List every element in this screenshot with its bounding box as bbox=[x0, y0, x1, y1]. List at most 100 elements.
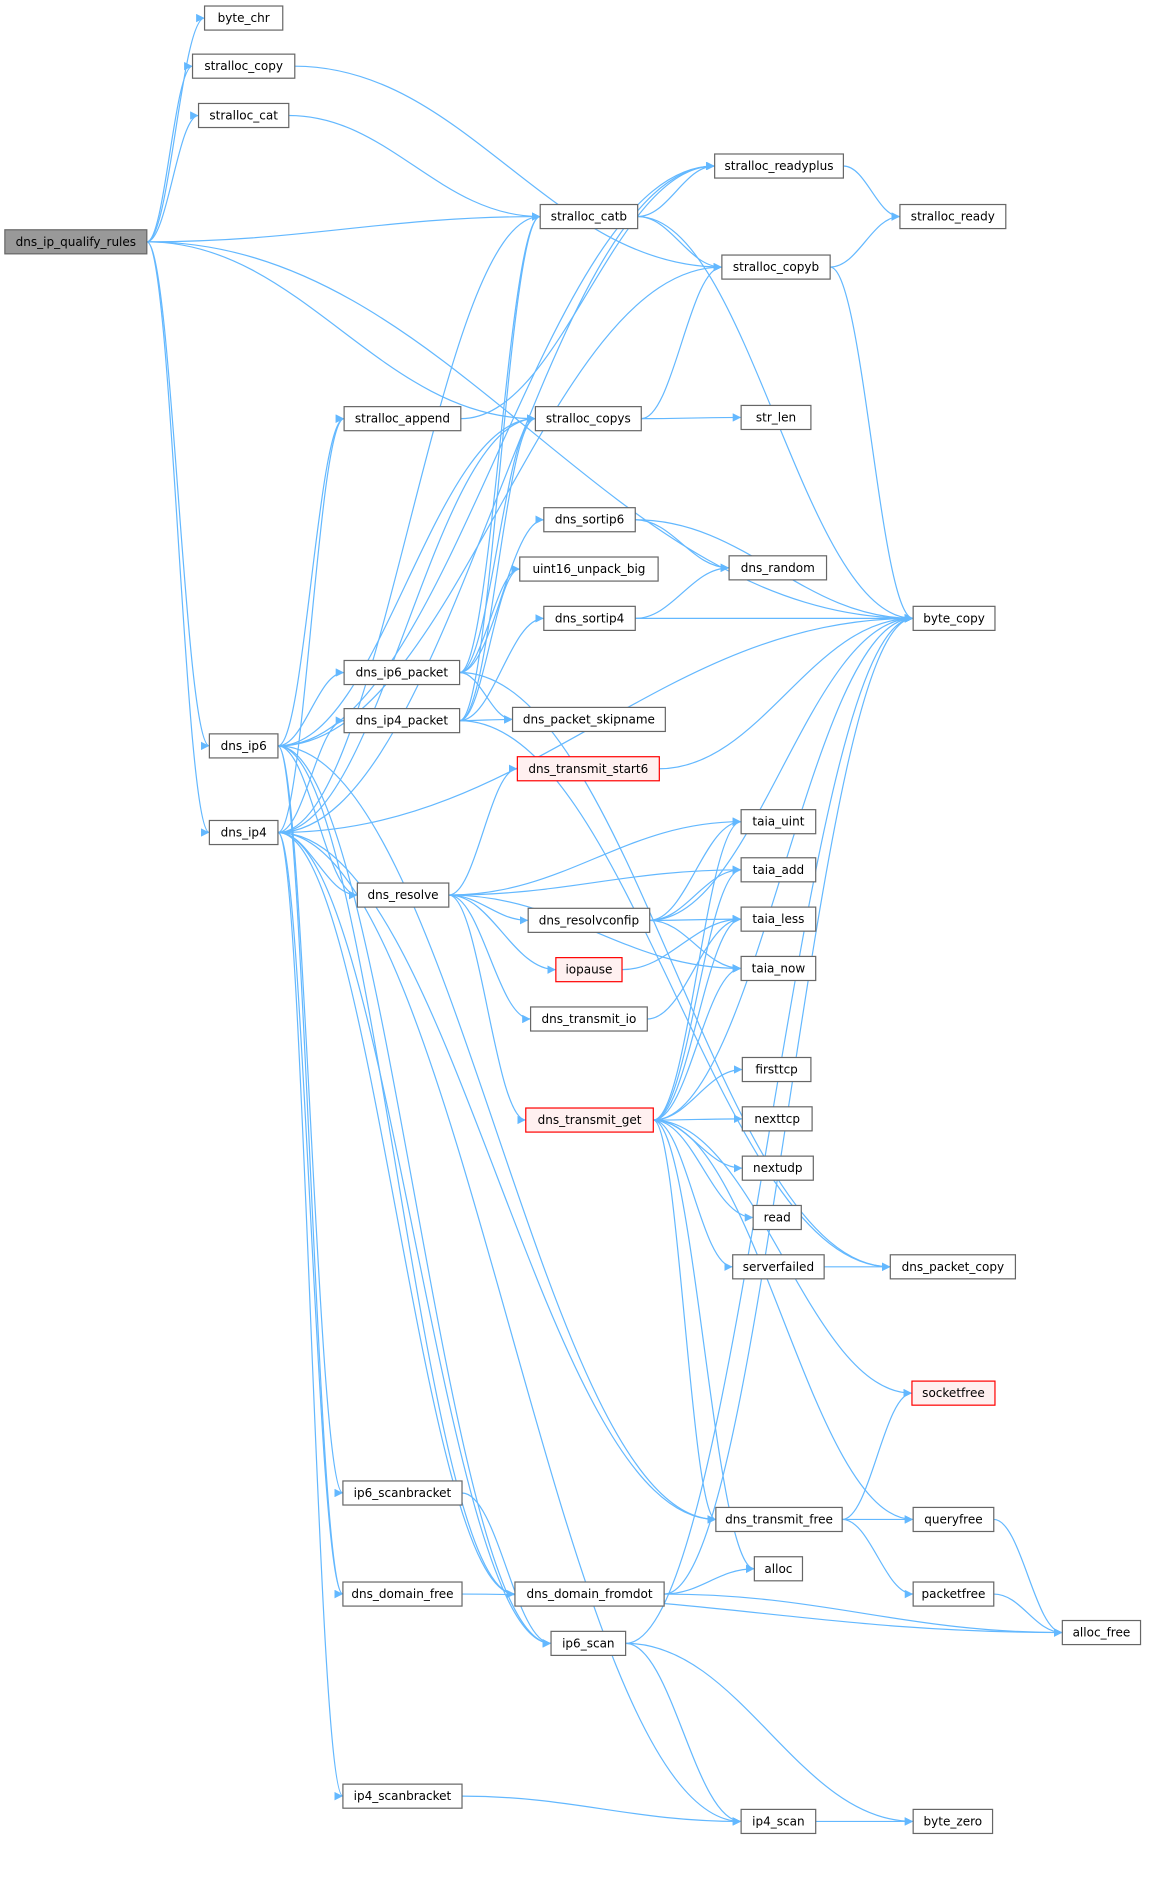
node-dns-ip-qualify-rules[interactable]: dns_ip_qualify_rules bbox=[4, 229, 148, 255]
node-label: alloc bbox=[764, 1562, 792, 1576]
node-box bbox=[740, 906, 817, 932]
node-ip4-scanbracket[interactable]: ip4_scanbracket bbox=[342, 1783, 463, 1809]
node-dns-ip6-packet[interactable]: dns_ip6_packet bbox=[343, 659, 461, 686]
node-dns-resolve[interactable]: dns_resolve bbox=[356, 882, 450, 908]
node-stralloc-catb[interactable]: stralloc_catb bbox=[539, 203, 639, 230]
node-box bbox=[741, 1155, 814, 1181]
node-box bbox=[511, 706, 666, 733]
edge-dns_ip_qualify_rules-to-stralloc_copy bbox=[146, 62, 193, 243]
edge-dns_ip6_packet-to-dns_packet_copy bbox=[459, 671, 891, 1271]
edge-dns_ip4_packet-to-stralloc_catb bbox=[459, 212, 541, 722]
node-nextudp[interactable]: nextudp bbox=[741, 1155, 814, 1181]
node-label: taia_now bbox=[752, 961, 806, 975]
node-ip6-scanbracket[interactable]: ip6_scanbracket bbox=[342, 1480, 463, 1506]
node-label: alloc_free bbox=[1073, 1626, 1131, 1640]
node-box bbox=[912, 1808, 994, 1835]
node-dns-ip4-packet[interactable]: dns_ip4_packet bbox=[343, 707, 461, 734]
node-dns-ip6[interactable]: dns_ip6 bbox=[208, 733, 279, 759]
node-taia-less[interactable]: taia_less bbox=[740, 906, 817, 932]
node-taia-now[interactable]: taia_now bbox=[740, 955, 817, 982]
edge-dns_ip_qualify_rules-to-dns_ip4 bbox=[146, 241, 210, 837]
node-ip4-scan[interactable]: ip4_scan bbox=[740, 1808, 817, 1835]
node-serverfailed[interactable]: serverfailed bbox=[732, 1254, 825, 1280]
node-label: stralloc_copyb bbox=[733, 260, 819, 274]
edge-ip6_scanbracket-to-ip6_scan bbox=[461, 1492, 552, 1648]
node-byte-zero[interactable]: byte_zero bbox=[912, 1808, 994, 1835]
node-label: packetfree bbox=[922, 1587, 986, 1601]
node-byte-copy[interactable]: byte_copy bbox=[912, 605, 996, 632]
node-box bbox=[752, 1204, 802, 1231]
node-nexttcp[interactable]: nexttcp bbox=[741, 1106, 813, 1132]
node-iopause[interactable]: iopause bbox=[555, 957, 623, 983]
node-dns-random[interactable]: dns_random bbox=[728, 555, 828, 581]
edge-stralloc_copys-to-stralloc_copyb bbox=[641, 262, 722, 420]
node-alloc-free[interactable]: alloc_free bbox=[1061, 1619, 1142, 1646]
edge-dns_ip6_packet-to-stralloc_copys bbox=[459, 414, 536, 674]
node-dns-sortip6[interactable]: dns_sortip6 bbox=[543, 507, 636, 533]
node-stralloc-ready[interactable]: stralloc_ready bbox=[899, 203, 1007, 230]
node-box bbox=[343, 659, 461, 686]
node-dns-transmit-io[interactable]: dns_transmit_io bbox=[529, 1006, 648, 1032]
node-label: dns_sortip6 bbox=[555, 513, 624, 527]
node-label: stralloc_ready bbox=[911, 210, 995, 224]
edge-dns_ip_qualify_rules-to-dns_ip6 bbox=[146, 241, 210, 750]
edge-dns_sortip6-to-dns_random bbox=[635, 519, 730, 573]
node-box bbox=[343, 406, 462, 432]
node-stralloc-copys[interactable]: stralloc_copys bbox=[534, 406, 642, 432]
node-read[interactable]: read bbox=[752, 1204, 802, 1231]
node-label: iopause bbox=[565, 963, 612, 977]
node-dns-ip4[interactable]: dns_ip4 bbox=[208, 819, 279, 846]
node-byte-chr[interactable]: byte_chr bbox=[203, 5, 284, 31]
node-firsttcp[interactable]: firsttcp bbox=[741, 1056, 812, 1083]
node-ip6-scan[interactable]: ip6_scan bbox=[550, 1630, 627, 1657]
node-stralloc-copy[interactable]: stralloc_copy bbox=[191, 53, 296, 79]
edge-dns_ip_qualify_rules-to-stralloc_catb bbox=[146, 212, 541, 243]
edge-dns_domain_fromdot-to-alloc_free bbox=[664, 1593, 1063, 1637]
node-dns-packet-skipname[interactable]: dns_packet_skipname bbox=[511, 706, 666, 733]
edge-dns_transmit_start6-to-byte_copy bbox=[659, 614, 914, 770]
edge-dns_transmit_get-to-queryfree bbox=[653, 1119, 914, 1524]
edge-dns_transmit_io-to-taia_less bbox=[647, 914, 742, 1020]
node-label: uint16_unpack_big bbox=[532, 562, 645, 576]
node-dns-transmit-start6[interactable]: dns_transmit_start6 bbox=[516, 756, 660, 782]
node-label: stralloc_readyplus bbox=[725, 159, 834, 173]
node-dns-transmit-free[interactable]: dns_transmit_free bbox=[715, 1506, 843, 1533]
node-box bbox=[741, 1106, 813, 1132]
node-taia-uint[interactable]: taia_uint bbox=[740, 809, 817, 835]
node-box bbox=[356, 882, 450, 908]
node-box bbox=[529, 1006, 648, 1032]
node-stralloc-readyplus[interactable]: stralloc_readyplus bbox=[714, 153, 844, 179]
node-alloc[interactable]: alloc bbox=[753, 1556, 804, 1582]
node-label: stralloc_copy bbox=[204, 59, 283, 73]
node-queryfree[interactable]: queryfree bbox=[912, 1506, 995, 1533]
node-stralloc-append[interactable]: stralloc_append bbox=[343, 406, 462, 432]
node-stralloc-copyb[interactable]: stralloc_copyb bbox=[721, 254, 831, 280]
node-label: serverfailed bbox=[743, 1260, 814, 1274]
node-box bbox=[343, 707, 461, 734]
edge-dns_resolvconfip-to-taia_add bbox=[649, 865, 742, 921]
node-uint16-unpack-big[interactable]: uint16_unpack_big bbox=[519, 556, 659, 582]
node-box bbox=[889, 1254, 1017, 1280]
edge-dns_ip6_packet-to-dns_sortip6 bbox=[459, 515, 544, 674]
node-dns-resolvconfip[interactable]: dns_resolvconfip bbox=[527, 907, 651, 933]
edge-dns_ip4_packet-to-dns_packet_copy bbox=[459, 720, 891, 1272]
node-stralloc-cat[interactable]: stralloc_cat bbox=[197, 102, 290, 129]
node-socketfree[interactable]: socketfree bbox=[911, 1380, 996, 1406]
node-packetfree[interactable]: packetfree bbox=[912, 1581, 995, 1607]
node-str-len[interactable]: str_len bbox=[740, 404, 812, 431]
node-dns-domain-free[interactable]: dns_domain_free bbox=[342, 1581, 463, 1607]
edge-dns_ip6-to-ip6_scan bbox=[277, 745, 552, 1648]
edge-dns_ip4-to-dns_transmit_free bbox=[277, 831, 716, 1524]
node-box bbox=[721, 254, 831, 280]
edge-dns_ip4-to-stralloc_copys bbox=[277, 414, 536, 834]
node-dns-transmit-get[interactable]: dns_transmit_get bbox=[525, 1107, 654, 1133]
node-taia-add[interactable]: taia_add bbox=[740, 857, 817, 883]
node-label: dns_ip6 bbox=[221, 739, 267, 753]
node-dns-sortip4[interactable]: dns_sortip4 bbox=[543, 605, 636, 632]
node-dns-packet-copy[interactable]: dns_packet_copy bbox=[889, 1254, 1017, 1280]
node-dns-domain-fromdot[interactable]: dns_domain_fromdot bbox=[514, 1581, 665, 1607]
node-label: taia_uint bbox=[752, 815, 804, 829]
node-box bbox=[342, 1480, 463, 1506]
node-box bbox=[208, 819, 279, 846]
node-box bbox=[203, 5, 284, 31]
